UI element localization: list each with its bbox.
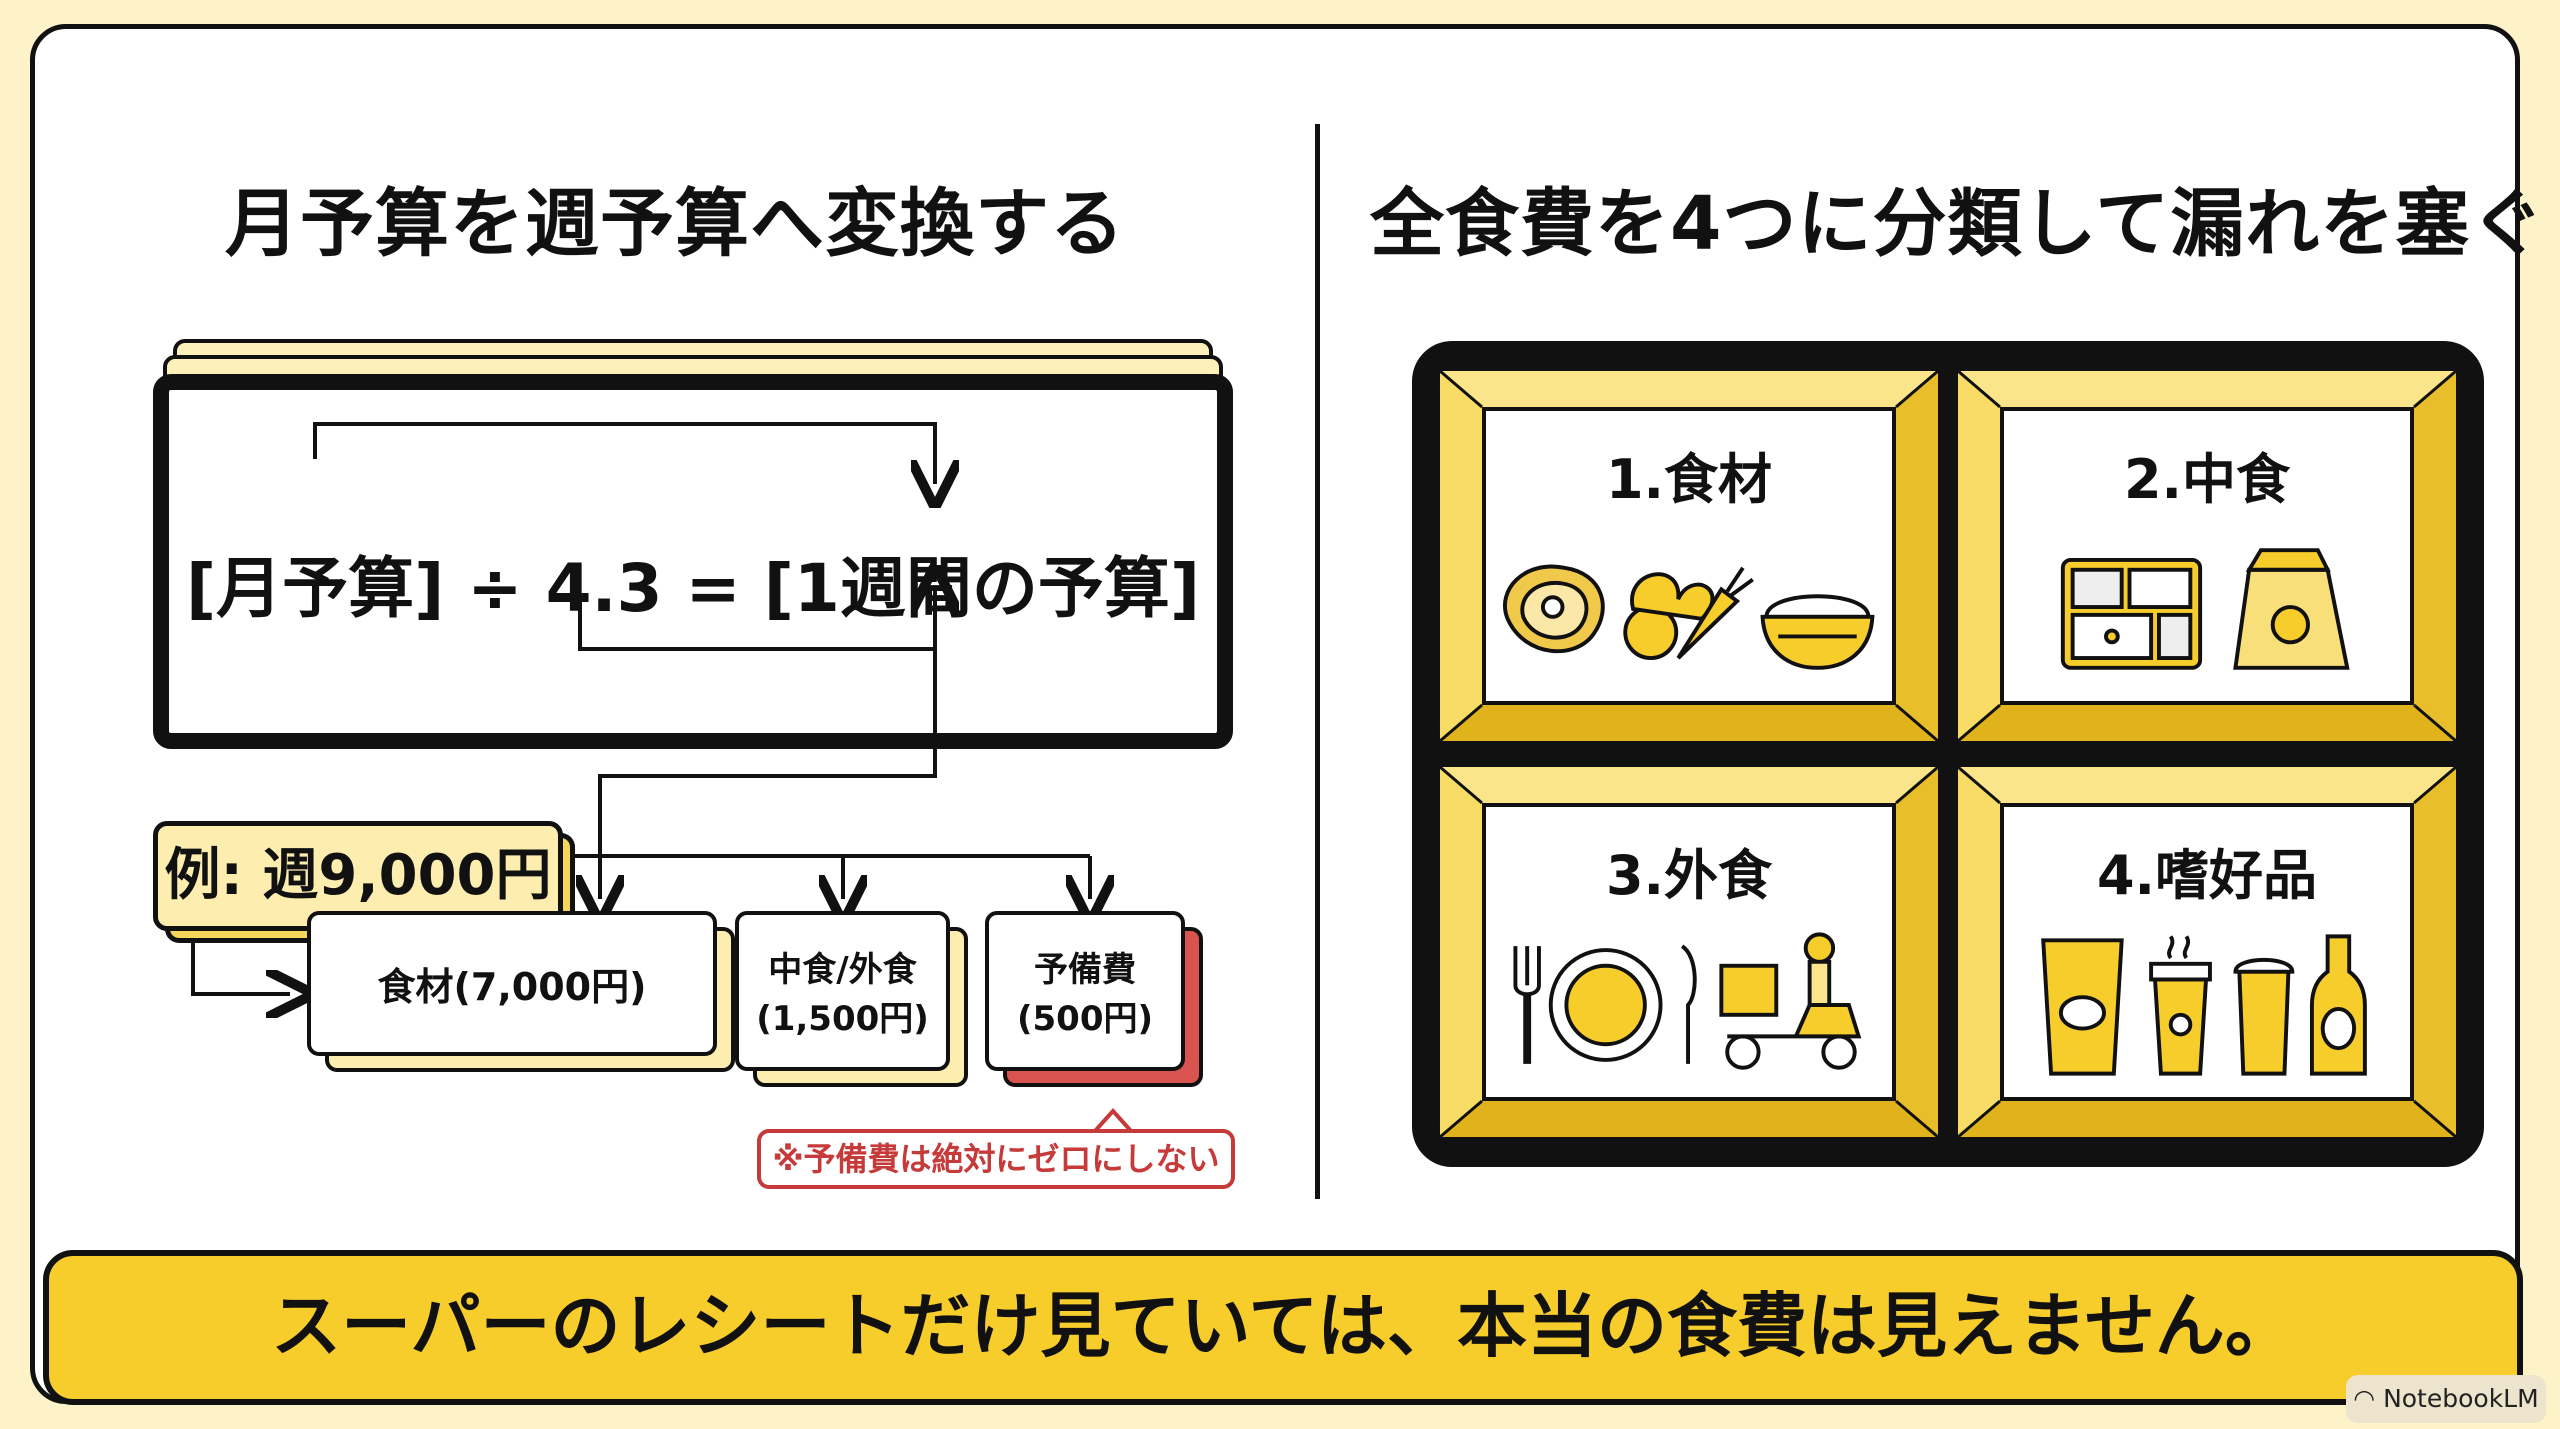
left-heading: 月予算を週予算へ変換する — [225, 181, 1125, 267]
breakdown-food-label: 食材(7,000円) — [377, 965, 647, 1009]
fork-icon — [1513, 946, 1541, 1064]
category-card-luxury-items: 4.嗜好品 — [2000, 803, 2414, 1101]
breakdown-reserve-line1: 予備費 — [1034, 950, 1136, 990]
category-card-dining-out: 3.外食 — [1482, 803, 1896, 1101]
category-label-prepared-food: 2.中食 — [2123, 448, 2291, 511]
notebooklm-logo-icon: ◠ — [2353, 1384, 2384, 1413]
category-card-prepared-food: 2.中食 — [2000, 407, 2414, 705]
category-card-ingredients: 1.食材 — [1482, 407, 1896, 705]
right-heading: 全食費を4つに分類して漏れを塞ぐ — [1370, 181, 2546, 267]
snack-bag-icon — [2041, 938, 2124, 1076]
category-cell-prepared-food: 2.中食 — [1956, 369, 2458, 743]
rice-bowl-icon — [1760, 594, 1875, 670]
breakdown-prepared-line2: (1,500円) — [756, 999, 929, 1039]
reserve-warning-note: ※予備費は絶対にゼロにしない — [757, 1129, 1235, 1189]
category-cell-dining-out: 3.外食 — [1438, 765, 1940, 1139]
connector-arrows — [191, 422, 2525, 1409]
notebooklm-badge-label: NotebookLM — [2383, 1384, 2539, 1413]
beer-bottle-icon — [2309, 934, 2367, 1076]
beer-glass-icon — [2233, 957, 2295, 1076]
category-cell-luxury-items: 4.嗜好品 — [1956, 765, 2458, 1139]
steak-icon — [1503, 564, 1605, 654]
delivery-scooter-icon — [1719, 932, 1862, 1070]
notebooklm-badge: ◠ NotebookLM — [2346, 1375, 2546, 1423]
knife-icon — [1680, 944, 1697, 1064]
note-pointer — [1093, 1108, 1133, 1133]
category-label-luxury-items: 4.嗜好品 — [2096, 844, 2318, 907]
formula-text: [月予算] ÷ 4.3 = [1週間の予算] — [185, 550, 1200, 627]
breakdown-prepared-box: 中食/外食 (1,500円) — [735, 911, 950, 1071]
breakdown-food-box: 食材(7,000円) — [307, 911, 717, 1056]
category-cell-ingredients: 1.食材 — [1438, 369, 1940, 743]
bento-box-icon — [2060, 558, 2203, 670]
category-label-dining-out: 3.外食 — [1605, 844, 1773, 907]
breakdown-reserve-line2: (500円) — [1016, 999, 1154, 1039]
vegetables-icon — [1623, 566, 1754, 660]
breakdown-reserve-box: 予備費 (500円) — [985, 911, 1185, 1071]
category-grid: 1.食材 — [1412, 341, 2484, 1167]
bottom-banner: スーパーのレシートだけ見ていては、本当の食費は見えません。 — [43, 1250, 2523, 1405]
category-label-ingredients: 1.食材 — [1605, 448, 1773, 511]
breakdown-prepared-line1: 中食/外食 — [768, 950, 917, 990]
coffee-cup-icon — [2149, 935, 2212, 1076]
takeout-bag-icon — [2233, 548, 2350, 670]
plate-icon — [1548, 948, 1663, 1062]
formula-box: [月予算] ÷ 4.3 = [1週間の予算] — [153, 374, 1233, 749]
vertical-divider — [1315, 124, 1320, 1199]
slide-card: 月予算を週予算へ変換する [月予算] ÷ 4.3 = [1週間の予算] 例: 週… — [30, 24, 2546, 1405]
